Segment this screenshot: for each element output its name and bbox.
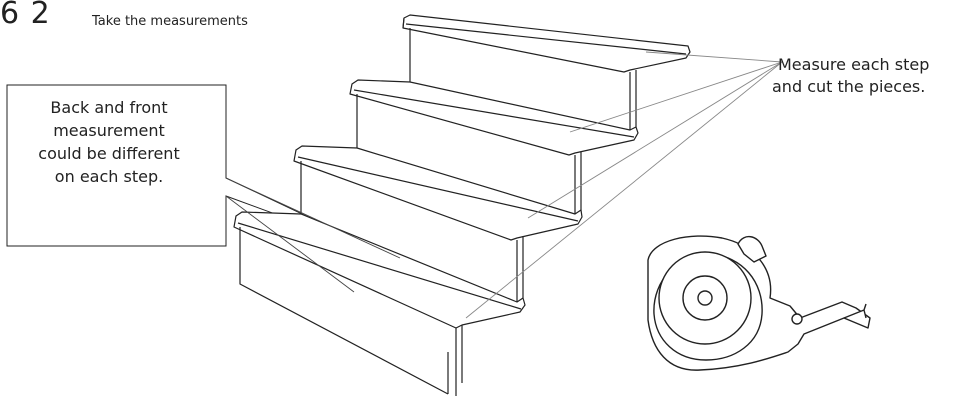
staircase-illustration [233, 14, 691, 396]
difference-callout-line: Back and front [50, 98, 168, 117]
measure-callout-line2: and cut the pieces. [772, 77, 926, 96]
measure-callout: Measure each step and cut the pieces. [772, 54, 930, 98]
difference-callout-line: could be different [38, 144, 180, 163]
leader-lines-box [225, 177, 401, 293]
difference-callout: Back and front measurement could be diff… [14, 96, 204, 188]
step-title: Take the measurements [92, 14, 248, 29]
leader-lines-right [465, 51, 783, 319]
tape-measure-icon [647, 235, 871, 371]
step-number: 6 2 [0, 0, 51, 31]
difference-callout-line: on each step. [54, 167, 164, 186]
measure-callout-line1: Measure each step [778, 55, 930, 74]
difference-callout-line: measurement [53, 121, 165, 140]
